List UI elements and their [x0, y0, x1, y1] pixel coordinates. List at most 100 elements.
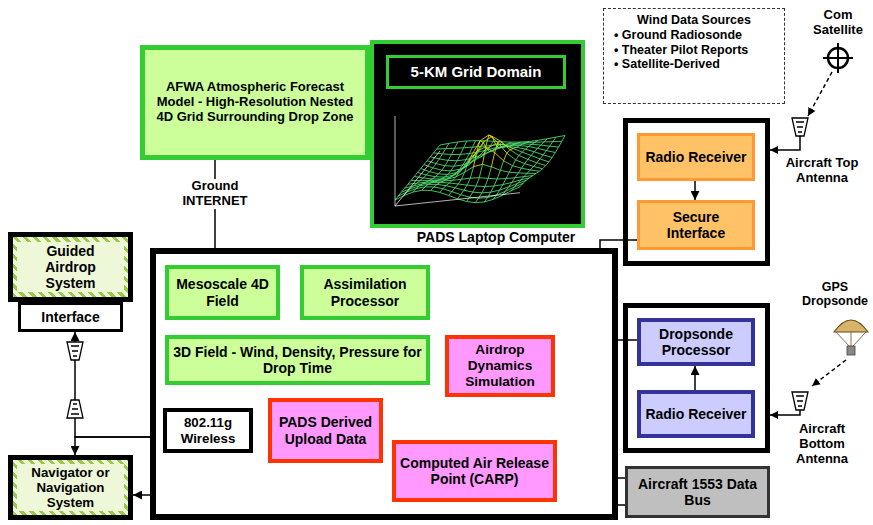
mesh-line: [495, 153, 504, 161]
mesh-line: [523, 143, 532, 144]
mesh-line: [443, 149, 446, 154]
mesh-line: [422, 190, 431, 191]
mesh-line: [440, 189, 443, 193]
mesh-line: [499, 143, 508, 145]
mesh-line: [475, 154, 484, 157]
mesh-line: [464, 190, 473, 192]
mesh-line: [509, 182, 512, 187]
radio-link: [812, 360, 846, 386]
mesh-line: [413, 189, 416, 193]
mesh-line: [494, 185, 503, 186]
interface-box: Interface: [18, 302, 123, 332]
mesh-line: [439, 159, 448, 160]
mesh-line: [455, 188, 464, 190]
mesh-line: [553, 141, 562, 142]
mesh-line: [534, 166, 543, 168]
mesh-line: [455, 147, 464, 148]
mesh-line: [530, 166, 533, 169]
mesh-line: [555, 147, 558, 152]
axis-line: [395, 193, 520, 206]
mesh-line: [512, 178, 515, 183]
mesh-line: [414, 172, 417, 176]
mesh-line: [473, 186, 476, 192]
box-text: Airdrop Dynamics Simulation: [453, 342, 547, 389]
mesh-line: [497, 170, 500, 179]
grid-mesh: [395, 116, 565, 206]
process-box: 3D Field - Wind, Density, Pressure for D…: [165, 335, 430, 385]
mesh-line: [534, 148, 537, 151]
mesh-line: [520, 145, 529, 147]
mesh-line: [547, 137, 556, 139]
computer-frame: PADS Laptop ComputerMesoscale 4D FieldAs…: [150, 248, 618, 520]
mesh-line: [506, 172, 509, 178]
mesh-line: [490, 144, 499, 146]
mesh-line: [485, 178, 488, 186]
box-text: Assimilation Processor: [308, 276, 422, 308]
mesh-line: [516, 160, 525, 164]
mesh-line: [484, 198, 487, 202]
mesh-line: [511, 187, 520, 191]
mesh-line: [433, 164, 436, 168]
mesh-line: [423, 177, 432, 179]
mesh-line: [467, 178, 470, 185]
mesh-line: [541, 145, 550, 146]
mesh-line: [458, 179, 461, 184]
mesh-line: [414, 184, 423, 186]
antenna-symbol: [67, 400, 83, 418]
part-label: GPS Dropsonde: [802, 280, 868, 309]
mesh-line: [443, 186, 446, 189]
mesh-line: [449, 195, 458, 198]
mesh-line: [460, 148, 463, 155]
mesh-line: [494, 141, 503, 143]
part-label: Com Satellite: [806, 8, 870, 38]
mesh-line: [503, 141, 512, 142]
box-text: 3D Field - Wind, Density, Pressure for D…: [173, 344, 422, 376]
mesh-line: [424, 161, 427, 165]
mesh-line: [475, 201, 484, 203]
mesh-line: [550, 142, 553, 147]
mesh-line: [535, 141, 544, 142]
mesh-line: [479, 193, 482, 198]
mesh-line: [432, 178, 441, 179]
mesh-line: [430, 153, 433, 157]
mesh-line: [420, 178, 423, 181]
mesh-line: [473, 141, 476, 147]
mesh-line: [525, 149, 534, 152]
mesh-line: [489, 135, 492, 136]
part-label: Aircraft Top Antenna: [776, 156, 868, 186]
mesh-line: [454, 165, 463, 166]
wireless-box: 802.11g Wireless: [163, 408, 253, 453]
bus-box: Aircraft 1553 Data Bus: [625, 466, 770, 518]
mesh-line: [519, 155, 528, 159]
box-text: Guided Airdrop System: [17, 242, 124, 292]
mesh-line: [443, 153, 452, 155]
mesh-line: [469, 152, 478, 154]
mesh-line: [543, 151, 546, 155]
mesh-line: [434, 187, 443, 189]
mesh-line: [454, 161, 457, 167]
box-text: Secure Interface: [644, 209, 748, 241]
mesh-line: [530, 170, 539, 171]
mesh-line: [513, 166, 522, 168]
mesh-line: [451, 148, 454, 154]
mesh-line: [470, 192, 473, 197]
mesh-line: [440, 192, 449, 195]
process-box: Computed Air Release Point (CARP): [392, 440, 557, 502]
mesh-line: [537, 159, 540, 163]
mesh-line: [484, 150, 493, 154]
mesh-line: [463, 162, 472, 165]
mesh-line: [556, 136, 565, 138]
mesh-line: [439, 170, 442, 174]
mesh-line: [461, 178, 470, 179]
mesh-line: [466, 201, 475, 202]
mesh-line: [458, 195, 461, 199]
mesh-line: [496, 190, 499, 195]
list-item: • Ground Radiosonde: [614, 28, 742, 42]
mesh-line: [458, 141, 467, 143]
mesh-line: [513, 160, 516, 166]
mesh-line: [496, 146, 505, 148]
mesh-line: [445, 160, 448, 165]
mesh-line: [549, 157, 552, 161]
mesh-line: [451, 154, 460, 155]
mesh-line: [476, 186, 485, 187]
